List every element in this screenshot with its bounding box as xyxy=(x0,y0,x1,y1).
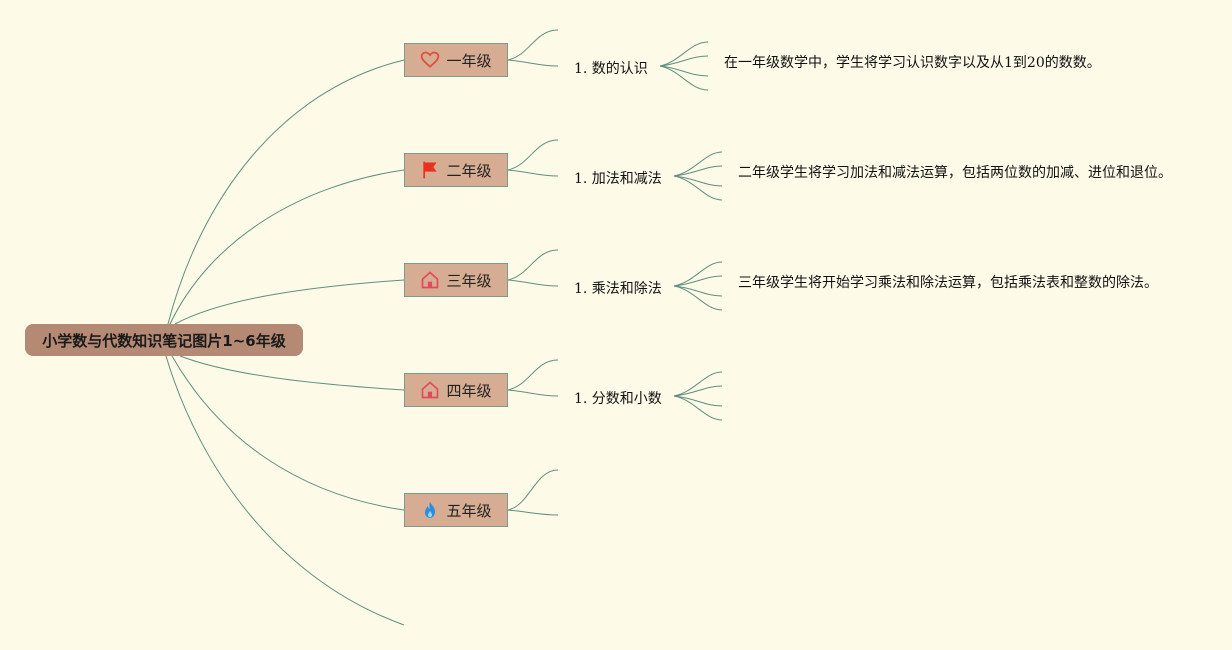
description-node-2[interactable]: 二年级学生将学习加法和减法运算，包括两位数的加减、进位和退位。 xyxy=(738,165,1172,181)
grade-node-1[interactable]: 一年级 xyxy=(404,43,508,77)
topic-node-1[interactable]: 1. 数的认识 xyxy=(574,61,648,77)
topic-node-3[interactable]: 1. 乘法和除法 xyxy=(574,281,662,297)
connector-root-grade1 xyxy=(167,59,405,325)
home-icon xyxy=(420,380,440,400)
flag-icon xyxy=(420,160,440,180)
connector-root-grade4 xyxy=(179,355,405,391)
connector-root-grade2 xyxy=(169,169,405,325)
grade-label: 四年级 xyxy=(446,381,492,400)
connector-root-grade5 xyxy=(171,355,405,511)
grade-node-3[interactable]: 三年级 xyxy=(404,263,508,297)
topic-node-4[interactable]: 1. 分数和小数 xyxy=(574,391,662,407)
grade-node-2[interactable]: 二年级 xyxy=(404,153,508,187)
grade-node-4[interactable]: 四年级 xyxy=(404,373,508,407)
topic-node-2[interactable]: 1. 加法和减法 xyxy=(574,171,662,187)
heart-icon xyxy=(420,50,440,70)
description-node-3[interactable]: 三年级学生将开始学习乘法和除法运算，包括乘法表和整数的除法。 xyxy=(738,275,1158,291)
home-icon xyxy=(420,270,440,290)
root-node[interactable]: 小学数与代数知识笔记图片1~6年级 xyxy=(25,324,303,356)
grade-label: 二年级 xyxy=(446,161,492,180)
grade-label: 五年级 xyxy=(446,501,492,520)
grade-node-5[interactable]: 五年级 xyxy=(404,493,508,527)
grade-label: 一年级 xyxy=(446,51,492,70)
connector-root-grade3 xyxy=(174,279,405,325)
connector-root-grade6 xyxy=(165,355,405,626)
flame-icon xyxy=(420,500,440,520)
description-node-1[interactable]: 在一年级数学中，学生将学习认识数字以及从1到20的数数。 xyxy=(724,55,1101,71)
grade-label: 三年级 xyxy=(446,271,492,290)
